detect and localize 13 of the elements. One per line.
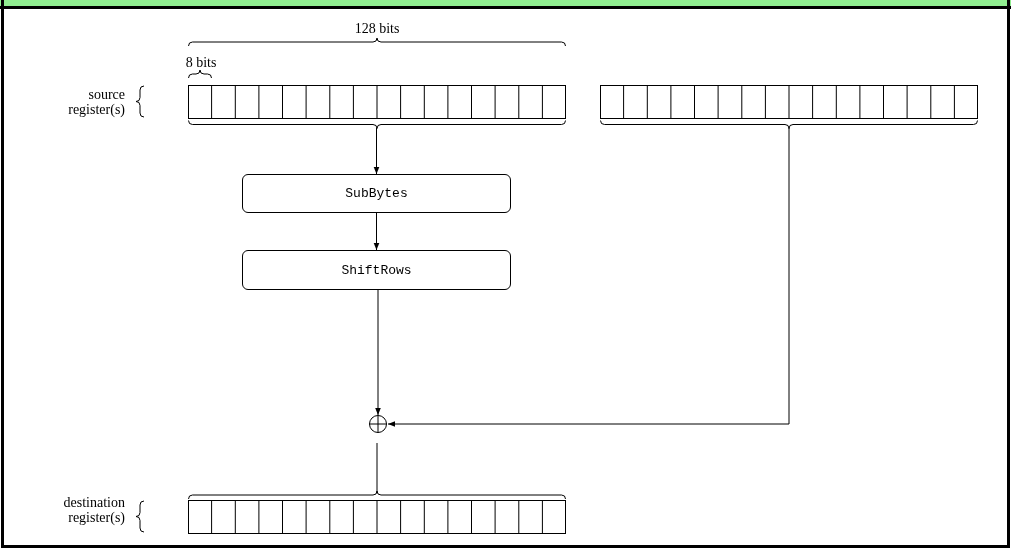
arrow [375,289,381,416]
register-label: source register(s) [67,87,125,117]
arrow [373,127,380,175]
arrow [373,212,380,251]
connector-line [376,442,378,494]
process-label: SubBytes [345,186,408,201]
process-label: ShiftRows [341,262,412,278]
process-box [242,174,511,213]
arrow [387,127,790,427]
process-box [242,250,511,290]
register-label: destination register(s) [62,495,125,525]
dimension-label: 128 bits [353,21,401,36]
dimension-label: 8 bits [184,55,218,70]
